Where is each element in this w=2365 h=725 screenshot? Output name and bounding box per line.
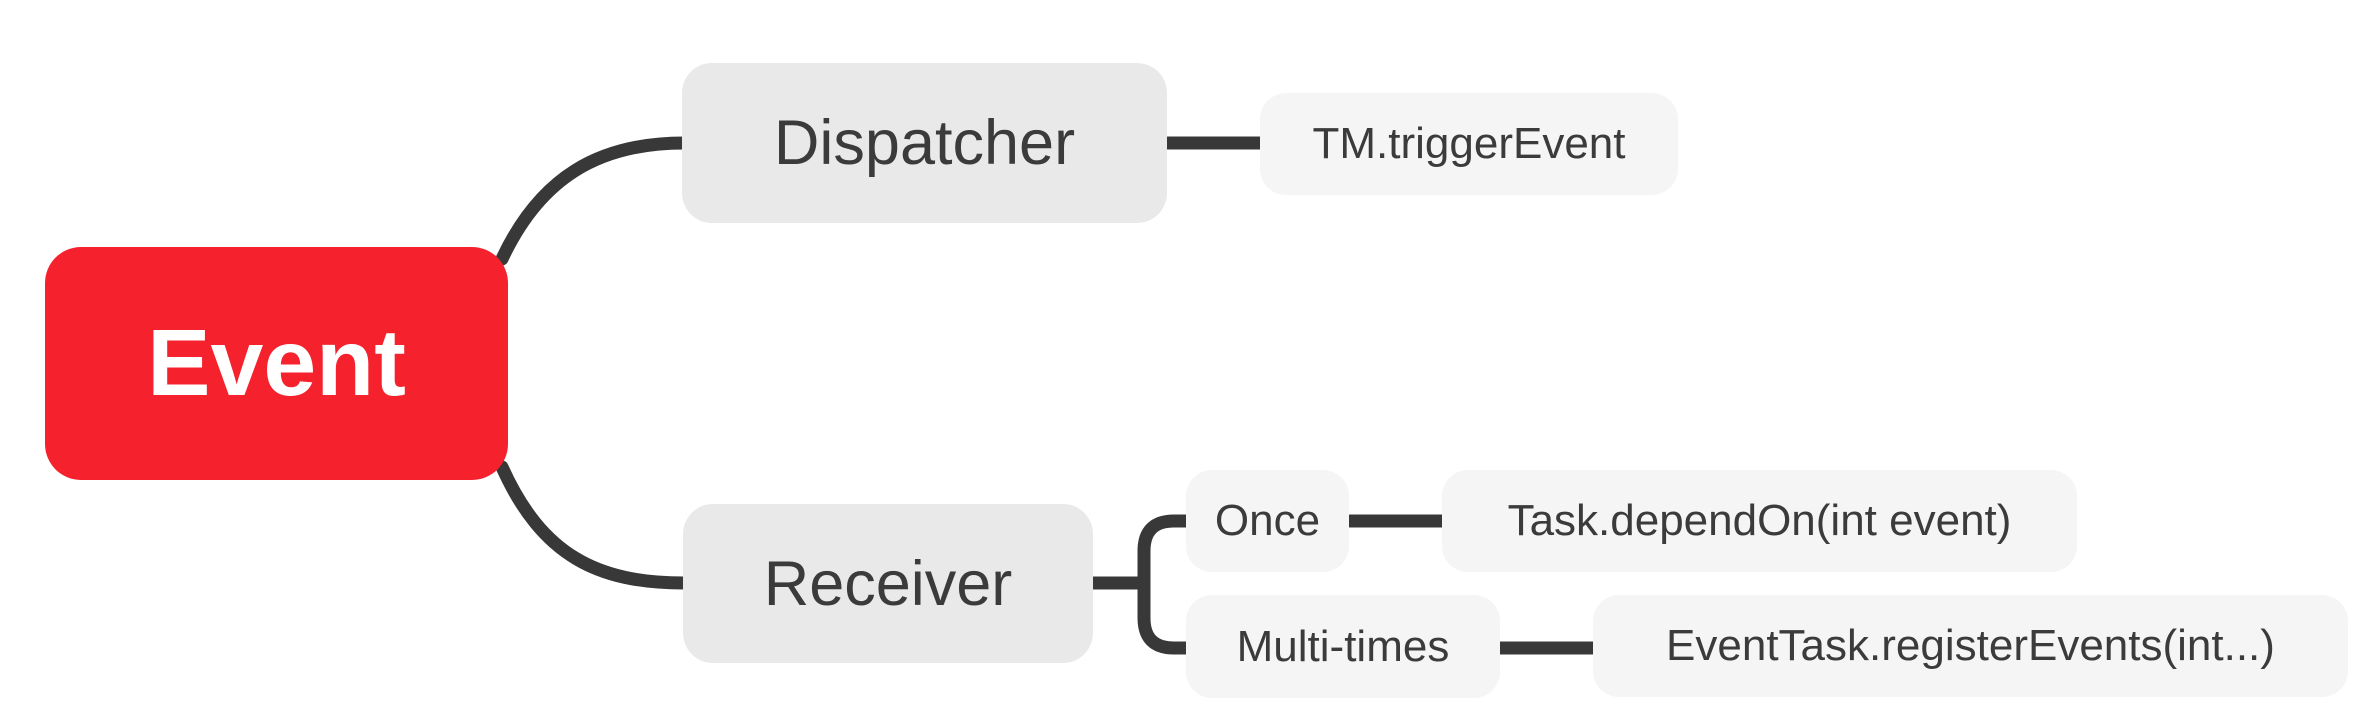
connector-receiver-multitimes	[1137, 576, 1194, 655]
node-event[interactable]: Event	[45, 247, 508, 480]
node-tm-triggerevent[interactable]: TM.triggerEvent	[1260, 93, 1678, 195]
node-once[interactable]: Once	[1186, 470, 1349, 572]
node-receiver[interactable]: Receiver	[683, 504, 1093, 663]
connector-event-receiver	[495, 460, 691, 590]
connector-event-dispatcher	[495, 136, 691, 266]
node-dispatcher[interactable]: Dispatcher	[682, 63, 1167, 223]
connector-receiver-once	[1137, 514, 1194, 590]
node-multi-times[interactable]: Multi-times	[1186, 595, 1500, 698]
node-task-dependon[interactable]: Task.dependOn(int event)	[1442, 470, 2077, 572]
node-eventtask-registerevents[interactable]: EventTask.registerEvents(int...)	[1593, 595, 2348, 697]
